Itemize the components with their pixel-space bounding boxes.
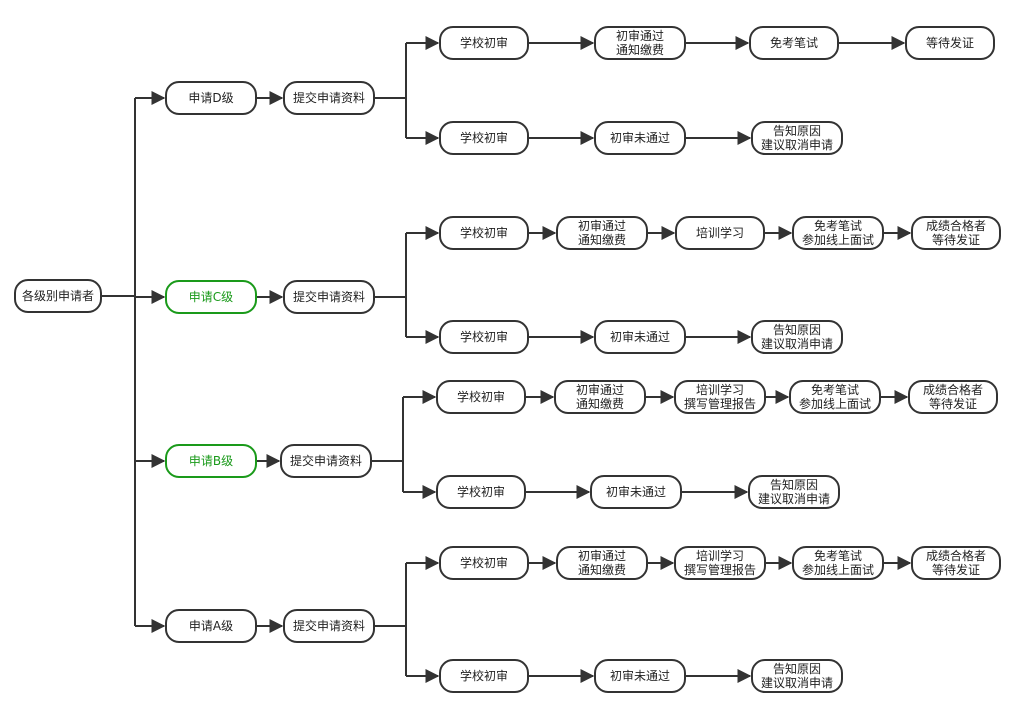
root-node: 各级别申请者 [14,279,102,313]
level-1-pass-step-1: 学校初审 [439,26,529,60]
level-2-fail-step-3-line-2: 建议取消申请 [760,337,833,351]
level-3-submit-node: 提交申请资料 [280,444,372,478]
level-3-pass-step-3-line-1: 培训学习 [695,383,744,397]
level-3-node: 申请B级 [165,444,257,478]
level-4-pass-step-5-line-2: 等待发证 [931,563,980,577]
level-1-pass-step-3: 免考笔试 [749,26,839,60]
level-3-pass-step-4: 免考笔试参加线上面试 [789,380,881,414]
level-2-fail-step-3-line-1: 告知原因 [772,323,821,337]
level-2-pass-step-2: 初审通过通知缴费 [556,216,648,250]
level-3-pass-step-3: 培训学习撰写管理报告 [674,380,766,414]
level-4-pass-step-2: 初审通过通知缴费 [556,546,648,580]
level-3-fail-step-3-line-2: 建议取消申请 [757,492,830,506]
level-2-fail-step-3: 告知原因建议取消申请 [751,320,843,354]
level-3-fail-step-1: 学校初审 [436,475,526,509]
level-3-pass-step-5: 成绩合格者等待发证 [908,380,998,414]
level-4-fail-step-2: 初审未通过 [594,659,686,693]
level-4-fail-step-3-line-2: 建议取消申请 [760,676,833,690]
level-1-submit-node: 提交申请资料 [283,81,375,115]
level-4-pass-step-4-line-1: 免考笔试 [813,549,862,563]
level-2-pass-step-5-line-2: 等待发证 [931,233,980,247]
level-4-pass-step-2-line-2: 通知缴费 [577,563,626,577]
level-4-submit-node: 提交申请资料 [283,609,375,643]
level-1-fail-step-2: 初审未通过 [594,121,686,155]
level-2-submit-node: 提交申请资料 [283,280,375,314]
level-1-pass-step-2-line-2: 通知缴费 [615,43,664,57]
level-4-fail-step-3: 告知原因建议取消申请 [751,659,843,693]
level-4-pass-step-3-line-2: 撰写管理报告 [683,563,756,577]
level-2-pass-step-5-line-1: 成绩合格者 [925,219,986,233]
level-3-pass-step-4-line-2: 参加线上面试 [798,397,871,411]
level-3-pass-step-1: 学校初审 [436,380,526,414]
level-2-node: 申请C级 [165,280,257,314]
level-2-pass-step-4-line-2: 参加线上面试 [801,233,874,247]
level-2-pass-step-5: 成绩合格者等待发证 [911,216,1001,250]
level-4-fail-step-1: 学校初审 [439,659,529,693]
level-1-pass-step-2-line-1: 初审通过 [615,29,664,43]
level-3-pass-step-3-line-2: 撰写管理报告 [683,397,756,411]
level-2-pass-step-1: 学校初审 [439,216,529,250]
level-1-fail-step-1: 学校初审 [439,121,529,155]
level-2-fail-step-2: 初审未通过 [594,320,686,354]
level-4-pass-step-2-line-1: 初审通过 [577,549,626,563]
level-4-pass-step-3-line-1: 培训学习 [695,549,744,563]
level-2-fail-step-1: 学校初审 [439,320,529,354]
level-1-node: 申请D级 [165,81,257,115]
level-4-pass-step-1: 学校初审 [439,546,529,580]
level-1-fail-step-3-line-1: 告知原因 [772,124,821,138]
level-4-pass-step-5-line-1: 成绩合格者 [925,549,986,563]
level-3-pass-step-2-line-1: 初审通过 [575,383,624,397]
level-4-pass-step-3: 培训学习撰写管理报告 [674,546,766,580]
level-2-pass-step-4-line-1: 免考笔试 [813,219,862,233]
level-4-fail-step-3-line-1: 告知原因 [772,662,821,676]
level-3-fail-step-2: 初审未通过 [590,475,682,509]
level-3-fail-step-3-line-1: 告知原因 [769,478,818,492]
level-1-fail-step-3: 告知原因建议取消申请 [751,121,843,155]
level-2-pass-step-2-line-2: 通知缴费 [577,233,626,247]
level-4-pass-step-5: 成绩合格者等待发证 [911,546,1001,580]
level-4-pass-step-4: 免考笔试参加线上面试 [792,546,884,580]
level-3-pass-step-4-line-1: 免考笔试 [810,383,859,397]
level-2-pass-step-3: 培训学习 [675,216,765,250]
level-3-pass-step-5-line-2: 等待发证 [928,397,977,411]
level-4-pass-step-4-line-2: 参加线上面试 [801,563,874,577]
level-3-pass-step-2-line-2: 通知缴费 [575,397,624,411]
level-2-pass-step-4: 免考笔试参加线上面试 [792,216,884,250]
level-1-pass-step-4: 等待发证 [905,26,995,60]
level-1-fail-step-3-line-2: 建议取消申请 [760,138,833,152]
level-2-pass-step-2-line-1: 初审通过 [577,219,626,233]
level-3-pass-step-2: 初审通过通知缴费 [554,380,646,414]
level-3-fail-step-3: 告知原因建议取消申请 [748,475,840,509]
level-4-node: 申请A级 [165,609,257,643]
level-3-pass-step-5-line-1: 成绩合格者 [922,383,983,397]
level-1-pass-step-2: 初审通过通知缴费 [594,26,686,60]
